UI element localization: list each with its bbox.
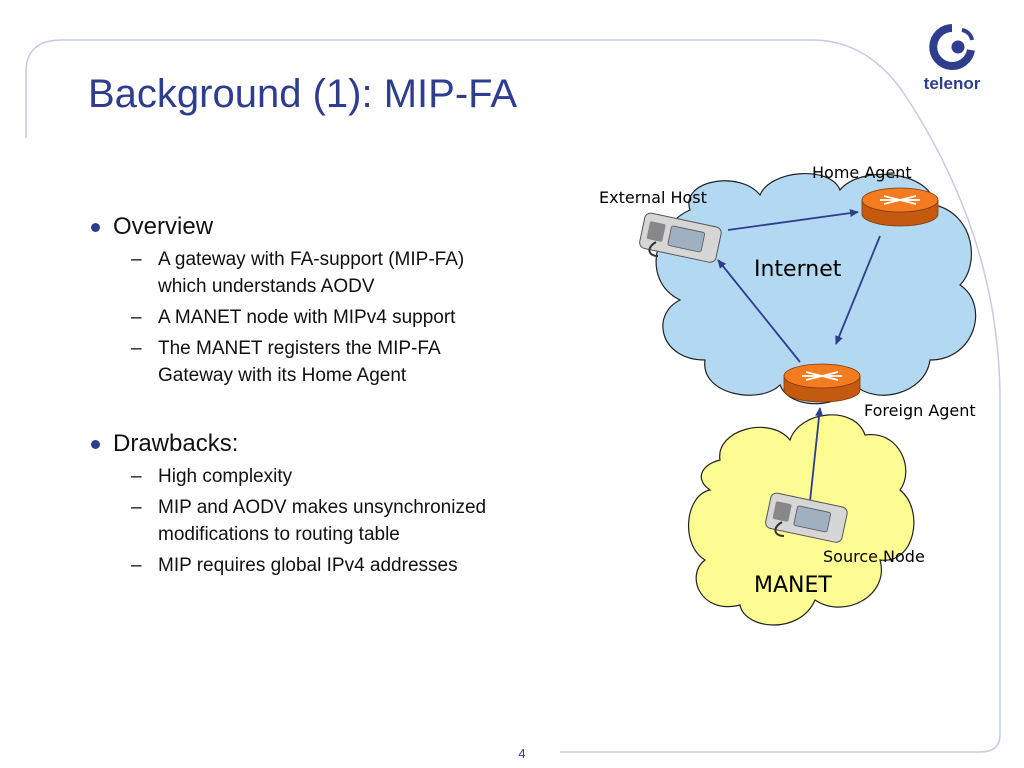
sub-bullet: – MIP and AODV makes unsynchronized modi… [88,494,508,548]
sub-bullet: – A gateway with FA-support (MIP-FA) whi… [88,246,508,300]
bullet-text: Overview [113,213,214,240]
sub-bullet-text: High complexity [158,466,293,487]
slide-title: Background (1): MIP-FA [88,72,518,116]
bullet-dot-icon [91,440,100,449]
sub-bullet-text: MIP and AODV makes unsynchronized modifi… [158,497,487,545]
telenor-logo-word: telenor [923,74,981,93]
internet-cloud [655,172,977,405]
label-manet: MANET [754,573,832,598]
label-source-node: Source Node [823,547,925,566]
sub-bullet-text: A gateway with FA-support (MIP-FA) which… [158,249,465,297]
home-agent-router-icon [861,187,939,227]
external-host-phone-icon [639,212,722,263]
sub-bullet: – High complexity [88,463,508,490]
page-number: 4 [518,746,526,761]
dash-icon: – [131,497,142,518]
label-external-host: External Host [599,188,707,207]
sub-bullet-text: A MANET node with MIPv4 support [158,307,456,328]
dash-icon: – [131,307,142,328]
foreign-agent-router-icon [783,363,861,403]
dash-icon: – [131,338,142,359]
telenor-logo: telenor [906,20,1006,100]
arrow-external-to-home [727,209,859,231]
label-internet: Internet [754,257,842,282]
arrow-foreign-to-external [717,259,801,363]
source-node-phone-icon [765,492,848,543]
bullet-list: Overview – A gateway with FA-support (MI… [88,212,508,579]
arrow-home-to-foreign [835,235,881,345]
sub-bullet: – A MANET node with MIPv4 support [88,304,508,331]
telenor-logo-icon [929,24,975,70]
sub-bullet: – MIP requires global IPv4 addresses [88,552,508,579]
bullet-overview: Overview [88,212,508,242]
dash-icon: – [131,466,142,487]
bullet-dot-icon [91,223,100,232]
bullet-drawbacks: Drawbacks: [88,429,508,459]
dash-icon: – [131,555,142,576]
sub-bullet-text: The MANET registers the MIP-FA Gateway w… [158,338,440,386]
sub-bullet: – The MANET registers the MIP-FA Gateway… [88,335,508,389]
label-foreign-agent: Foreign Agent [864,401,976,420]
label-home-agent: Home Agent [812,163,912,182]
slide-frame-line [25,39,1001,753]
bullet-text: Drawbacks: [113,430,239,457]
dash-icon: – [131,249,142,270]
network-diagram: Internet MANET Home Agent External Host … [599,163,977,626]
sub-bullet-text: MIP requires global IPv4 addresses [158,555,458,576]
